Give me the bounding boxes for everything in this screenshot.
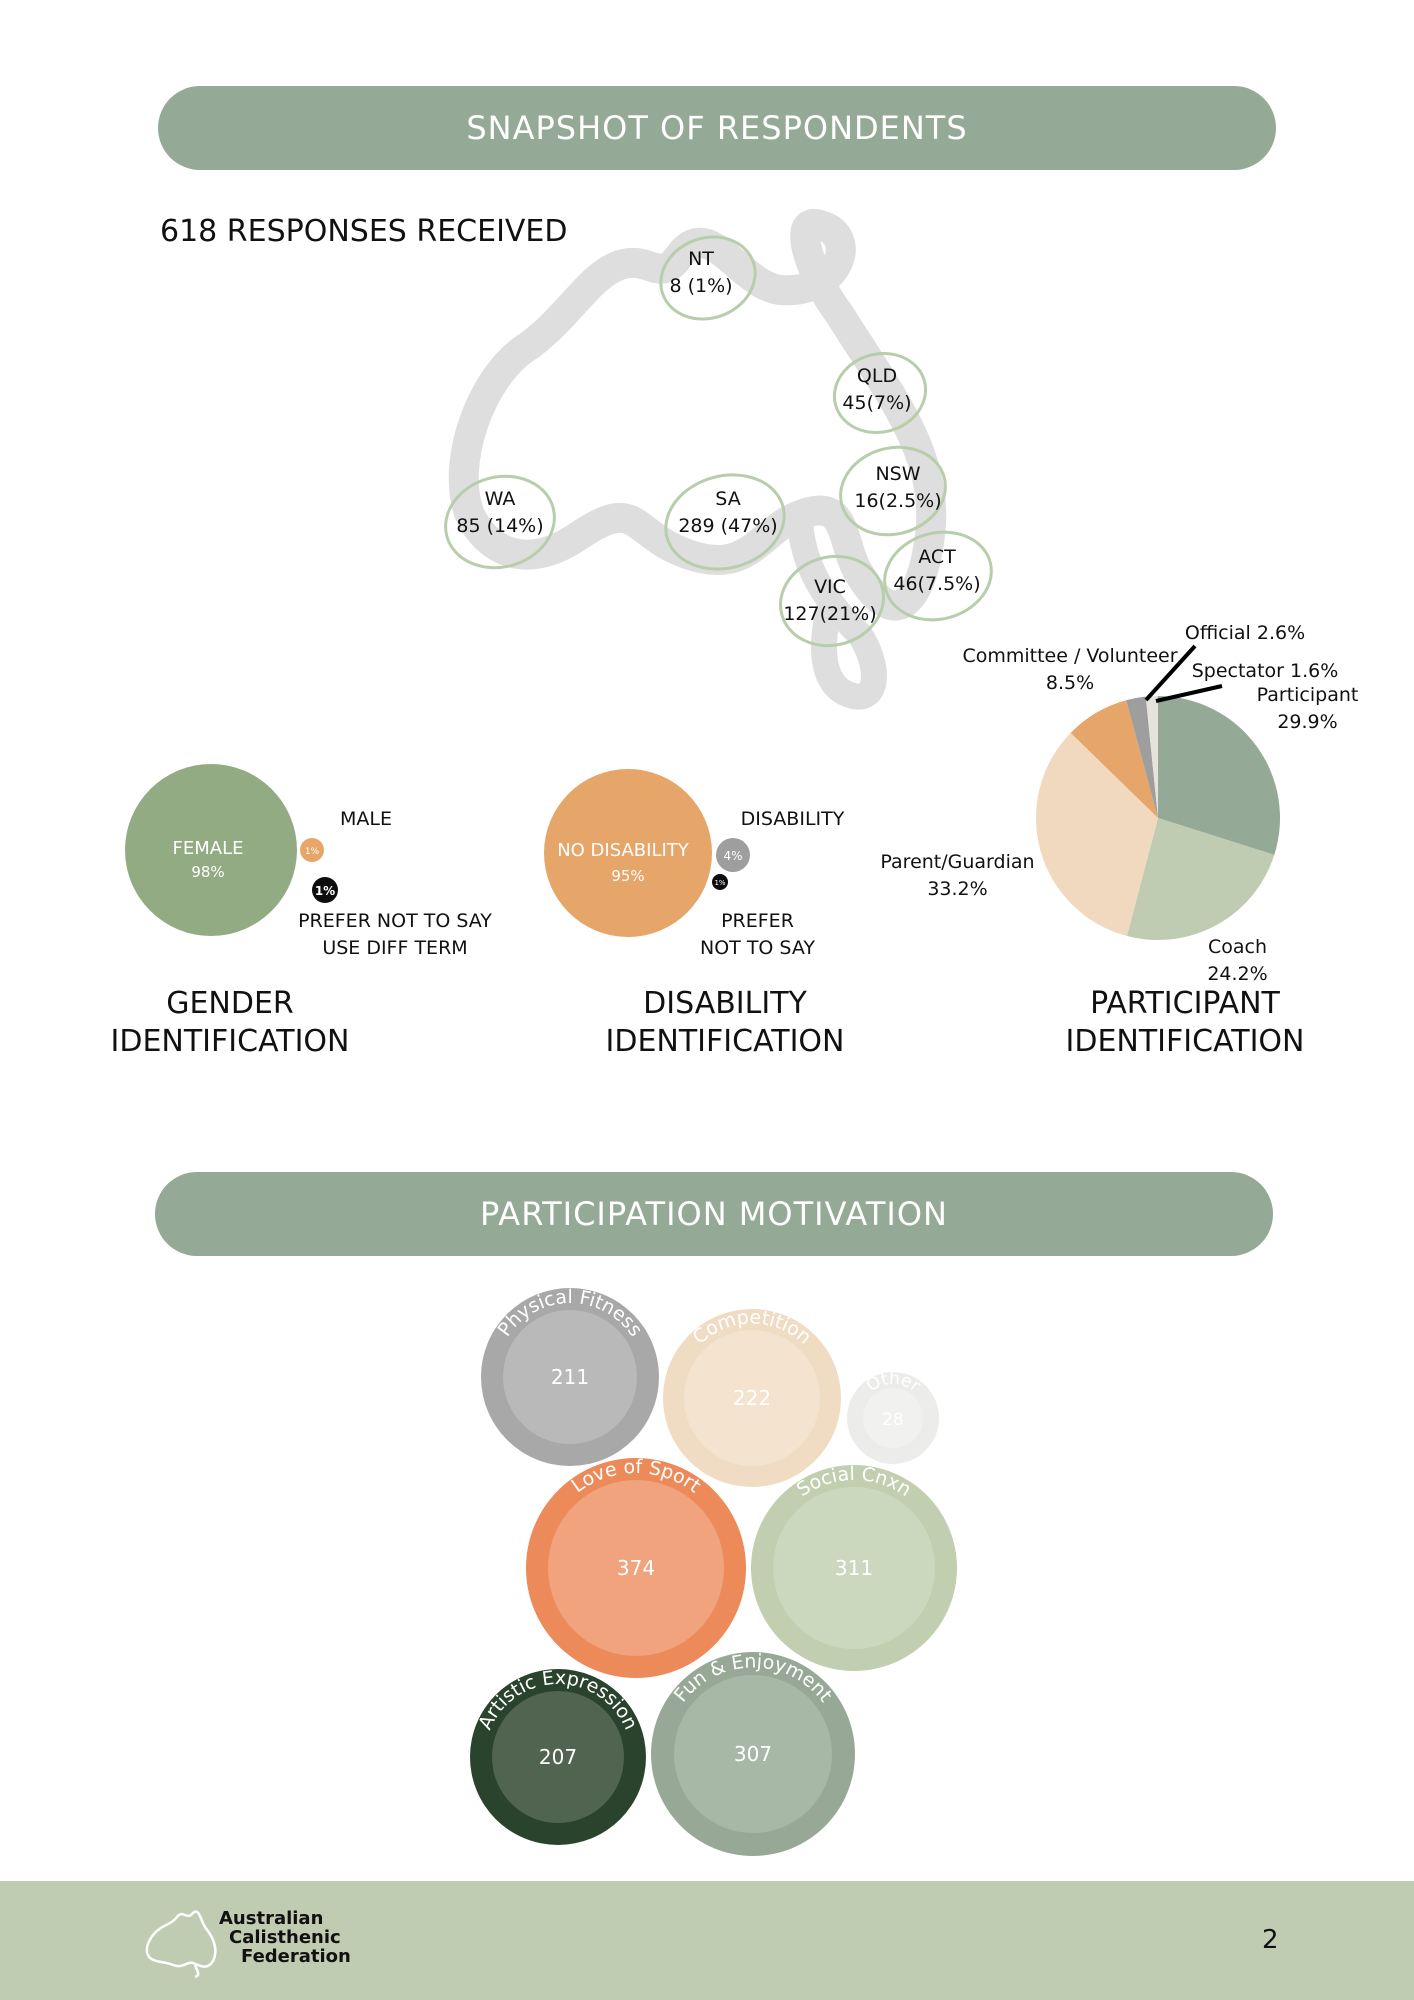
- gender-bubbles: FEMALE 98% 1% 1%: [125, 764, 338, 936]
- pie-slice-committee-volunteer: [1070, 700, 1158, 818]
- footer-org-name: Australian Calisthenic Federation: [219, 1908, 351, 1967]
- motivation-title: PARTICIPATION MOTIVATION: [480, 1195, 948, 1233]
- pie-slice-official: [1126, 696, 1158, 818]
- bubble-value-competition: 222: [733, 1386, 771, 1410]
- bubble-value-social-cnxn: 311: [835, 1556, 873, 1580]
- bubble-value-artistic-expression: 207: [539, 1745, 577, 1769]
- pie-slice-parent-guardian: [1036, 732, 1158, 936]
- female-pct: 98%: [191, 863, 224, 881]
- pie-slice-spectator: [1145, 696, 1158, 818]
- bubble-value-physical-fitness: 211: [551, 1365, 589, 1389]
- male-bubble: [300, 838, 324, 862]
- pie-label-official: Official 2.6%: [1184, 622, 1306, 644]
- prefer-not-pct: 1%: [714, 879, 725, 887]
- bubble-inner-physical-fitness: [503, 1310, 637, 1444]
- pie-slice-participant: [1158, 696, 1280, 855]
- no-disability-pct: 95%: [611, 867, 644, 885]
- australia-map-icon: [448, 209, 947, 710]
- female-label: FEMALE: [173, 838, 244, 859]
- disability-label: DISABILITY: [740, 808, 845, 830]
- pie-leader-lines: [1144, 644, 1223, 703]
- other-gender-pct: 1%: [315, 884, 335, 898]
- australia-outline-logo-icon: [145, 1910, 217, 1979]
- prefer-not-bubble: [712, 874, 728, 890]
- bubble-inner-social-cnxn: [773, 1487, 935, 1649]
- male-pct: 1%: [305, 847, 320, 857]
- bubble-inner-love-of-sport: [548, 1480, 724, 1656]
- bubble-value-other: 28: [882, 1410, 904, 1430]
- state-rings: [444, 235, 993, 648]
- snapshot-title: SNAPSHOT OF RESPONDENTS: [466, 109, 968, 147]
- other-gender-bubble: [312, 877, 338, 903]
- bubble-value-love-of-sport: 374: [617, 1556, 655, 1580]
- footer: Australian Calisthenic Federation 2: [0, 1881, 1414, 2000]
- participant-pie-chart: [1036, 696, 1280, 940]
- no-disability-label: NO DISABILITY: [557, 840, 690, 861]
- bubble-inner-other: [863, 1388, 923, 1448]
- bubble-inner-competition: [684, 1330, 820, 1466]
- pie-label-spectator: Spectator 1.6%: [1191, 660, 1339, 682]
- bubble-inner-fun-enjoyment: [674, 1675, 832, 1833]
- no-disability-bubble: [544, 769, 712, 937]
- motivation-banner: PARTICIPATION MOTIVATION: [155, 1172, 1273, 1256]
- bubble-inner-artistic-expression: [492, 1691, 624, 1823]
- male-label: MALE: [340, 808, 392, 830]
- responses-count: 618 RESPONSES RECEIVED: [160, 214, 568, 249]
- motivation-bubble-chart: Physical Fitness211Competition222Other28…: [470, 1286, 957, 1856]
- disability-bubble: [716, 838, 750, 872]
- disability-pct: 4%: [723, 849, 742, 863]
- disability-bubbles: NO DISABILITY 95% 4% 1%: [544, 769, 750, 937]
- page-number: 2: [1262, 1925, 1279, 1955]
- bubble-value-fun-enjoyment: 307: [734, 1742, 772, 1766]
- pie-slice-coach: [1126, 818, 1275, 940]
- female-bubble: [125, 764, 297, 936]
- snapshot-banner: SNAPSHOT OF RESPONDENTS: [158, 86, 1276, 170]
